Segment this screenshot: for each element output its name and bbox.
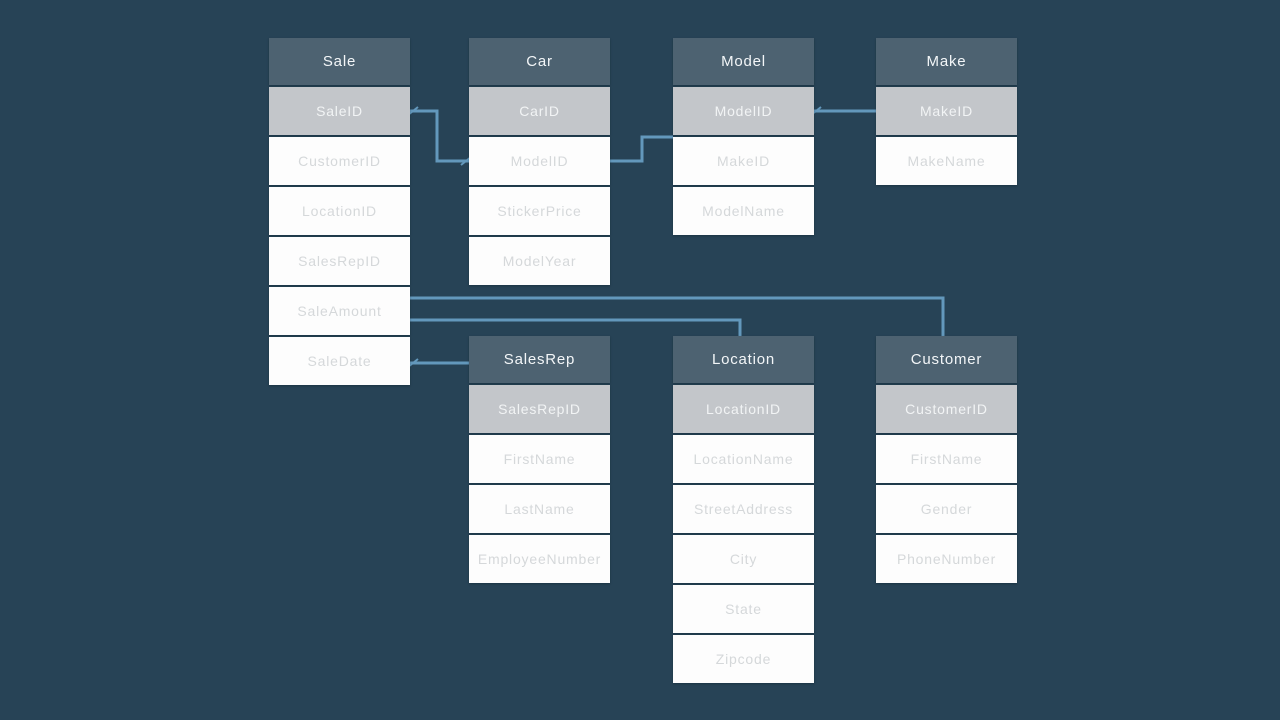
field-saledate: SaleDate <box>269 337 410 385</box>
table-header-salesrep: SalesRep <box>469 336 610 383</box>
table-header-customer: Customer <box>876 336 1017 383</box>
primary-key-field-salesrepid: SalesRepID <box>469 385 610 433</box>
primary-key-field-makeid: MakeID <box>876 87 1017 135</box>
primary-key-field-modelid: ModelID <box>673 87 814 135</box>
field-saleamount: SaleAmount <box>269 287 410 335</box>
field-city: City <box>673 535 814 583</box>
table-header-model: Model <box>673 38 814 85</box>
field-modelid: ModelID <box>469 137 610 185</box>
connector-sale-saleamount-to-location <box>410 318 742 336</box>
connector-car-modelid-to-model-modelid <box>610 135 673 163</box>
field-firstname: FirstName <box>469 435 610 483</box>
connector-sale-saleamount-to-customer <box>410 296 945 336</box>
primary-key-field-saleid: SaleID <box>269 87 410 135</box>
table-header-car: Car <box>469 38 610 85</box>
field-gender: Gender <box>876 485 1017 533</box>
field-locationid: LocationID <box>269 187 410 235</box>
field-modelyear: ModelYear <box>469 237 610 285</box>
field-makename: MakeName <box>876 137 1017 185</box>
table-header-make: Make <box>876 38 1017 85</box>
table-header-location: Location <box>673 336 814 383</box>
field-firstname: FirstName <box>876 435 1017 483</box>
field-zipcode: Zipcode <box>673 635 814 683</box>
field-locationname: LocationName <box>673 435 814 483</box>
field-stickerprice: StickerPrice <box>469 187 610 235</box>
field-lastname: LastName <box>469 485 610 533</box>
field-modelname: ModelName <box>673 187 814 235</box>
field-customerid: CustomerID <box>269 137 410 185</box>
primary-key-field-customerid: CustomerID <box>876 385 1017 433</box>
connector-sale-saleid-to-car-modelid <box>410 109 469 163</box>
primary-key-field-carid: CarID <box>469 87 610 135</box>
field-salesrepid: SalesRepID <box>269 237 410 285</box>
field-employeenumber: EmployeeNumber <box>469 535 610 583</box>
field-state: State <box>673 585 814 633</box>
field-phonenumber: PhoneNumber <box>876 535 1017 583</box>
field-streetaddress: StreetAddress <box>673 485 814 533</box>
field-makeid: MakeID <box>673 137 814 185</box>
primary-key-field-locationid: LocationID <box>673 385 814 433</box>
table-header-sale: Sale <box>269 38 410 85</box>
